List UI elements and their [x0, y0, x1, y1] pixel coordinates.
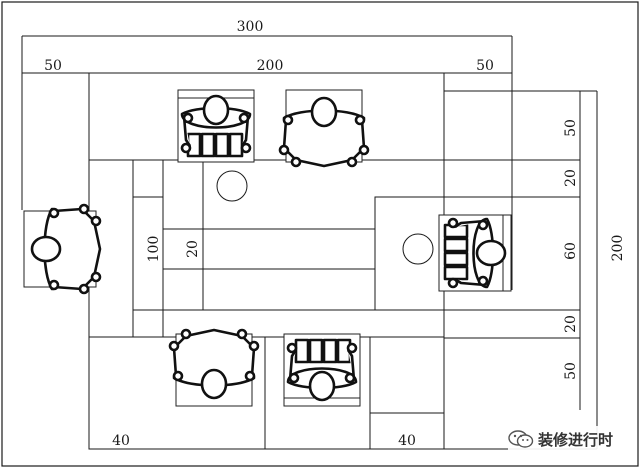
label-left-margin: 50 — [44, 58, 62, 74]
label-right-margin: 50 — [476, 58, 494, 74]
label-right-50-top: 50 — [563, 119, 579, 137]
label-left-20: 20 — [185, 240, 201, 258]
label-right-60: 60 — [563, 242, 579, 260]
place-setting-right — [374, 196, 445, 311]
label-left-100: 100 — [146, 236, 162, 263]
plate-right — [402, 233, 434, 265]
watermark: 装修进行时 — [508, 426, 614, 452]
plate-top — [216, 170, 248, 202]
label-overall-height: 200 — [610, 235, 626, 262]
seated-person-right — [437, 213, 513, 293]
wechat-icon — [508, 430, 534, 448]
label-bottom-right-40: 40 — [398, 433, 416, 449]
label-right-20-top: 20 — [563, 169, 579, 187]
seated-person-bottom-right — [282, 332, 362, 408]
seated-person-left — [22, 203, 102, 295]
label-overall-width: 300 — [237, 19, 264, 35]
label-right-20-bottom: 20 — [563, 315, 579, 333]
label-table-width: 200 — [257, 58, 284, 74]
seated-person-top-left — [176, 88, 256, 164]
room-frame — [88, 72, 445, 450]
seated-person-top-right — [278, 88, 370, 168]
label-bottom-left-40: 40 — [112, 433, 130, 449]
watermark-text: 装修进行时 — [538, 430, 614, 449]
seated-person-bottom-left — [168, 328, 260, 408]
label-right-50-bottom: 50 — [563, 362, 579, 380]
